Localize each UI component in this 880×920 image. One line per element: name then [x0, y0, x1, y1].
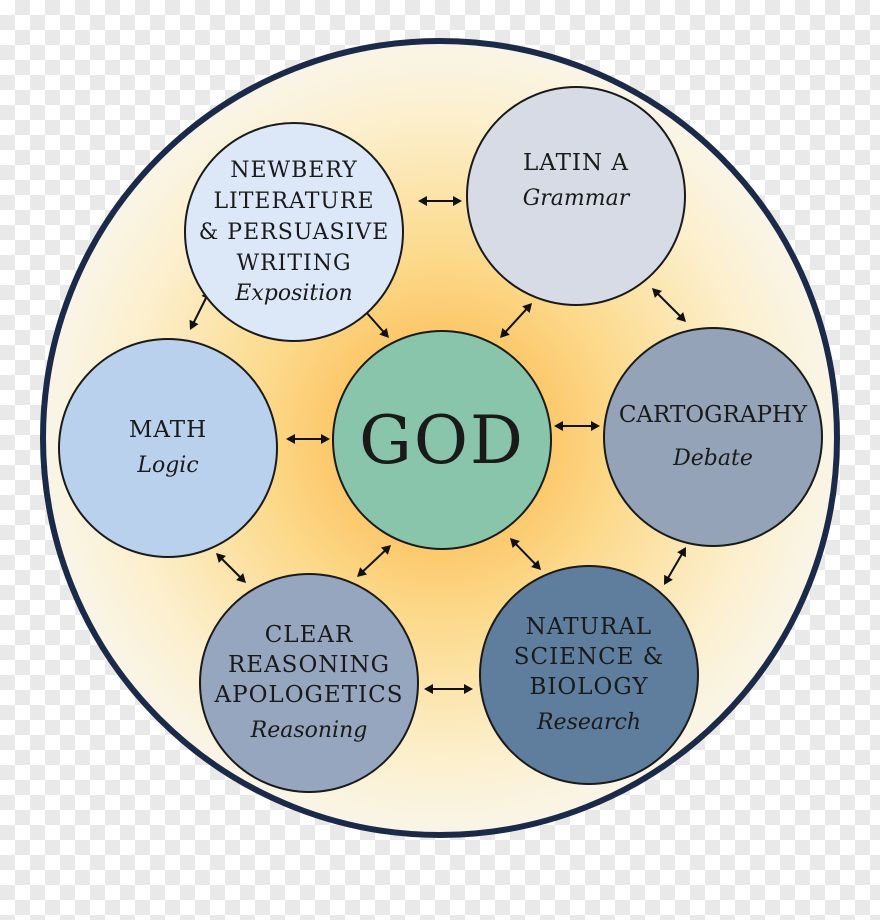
node-subtitle: Debate [673, 446, 753, 471]
node-title-line: LITERATURE [213, 189, 375, 214]
node-title-line: WRITING [236, 251, 352, 276]
arrow-math-clear [216, 553, 246, 583]
node-subtitle: Exposition [235, 281, 353, 306]
node-title-line: & PERSUASIVE [198, 220, 390, 245]
node-cartography: CARTOGRAPHY Debate [603, 327, 823, 547]
node-title-line: MATH [128, 417, 208, 443]
node-title-line: REASONING [227, 652, 391, 678]
center-label: GOD [359, 401, 525, 479]
arrow-latin-cart [652, 288, 686, 322]
node-title-line: NEWBERY [230, 158, 358, 183]
node-latin: LATIN A Grammar [466, 86, 686, 306]
arrow-newbery-latin [418, 196, 462, 206]
node-title-line: BIOLOGY [529, 674, 649, 700]
node-natural-science: NATURAL SCIENCE & BIOLOGY Research [479, 565, 699, 785]
arrow-god-cart [554, 421, 600, 431]
node-newbery: NEWBERY LITERATURE & PERSUASIVE WRITING … [184, 122, 404, 342]
arrow-latin-god [500, 303, 532, 338]
arrow-clear-natural [424, 684, 473, 694]
node-title-line: APOLOGETICS [214, 682, 404, 708]
node-subtitle: Logic [137, 453, 199, 478]
node-subtitle: Reasoning [250, 718, 368, 743]
node-title-line: LATIN A [522, 150, 630, 176]
node-center-god: GOD [332, 330, 552, 550]
node-subtitle: Research [536, 710, 642, 735]
node-clear-reasoning: CLEAR REASONING APOLOGETICS Reasoning [199, 573, 419, 793]
node-title-line: CLEAR [264, 622, 354, 648]
arrow-god-clear [357, 545, 391, 577]
arrow-god-natural [510, 538, 541, 570]
node-math: MATH Logic [58, 338, 278, 558]
node-title-line: NATURAL [525, 614, 653, 640]
node-title-line: CARTOGRAPHY [618, 402, 808, 428]
node-subtitle: Grammar [522, 186, 630, 211]
node-title-line: SCIENCE & [513, 644, 665, 670]
arrow-cart-natural [664, 547, 686, 585]
arrow-math-god [286, 434, 330, 444]
